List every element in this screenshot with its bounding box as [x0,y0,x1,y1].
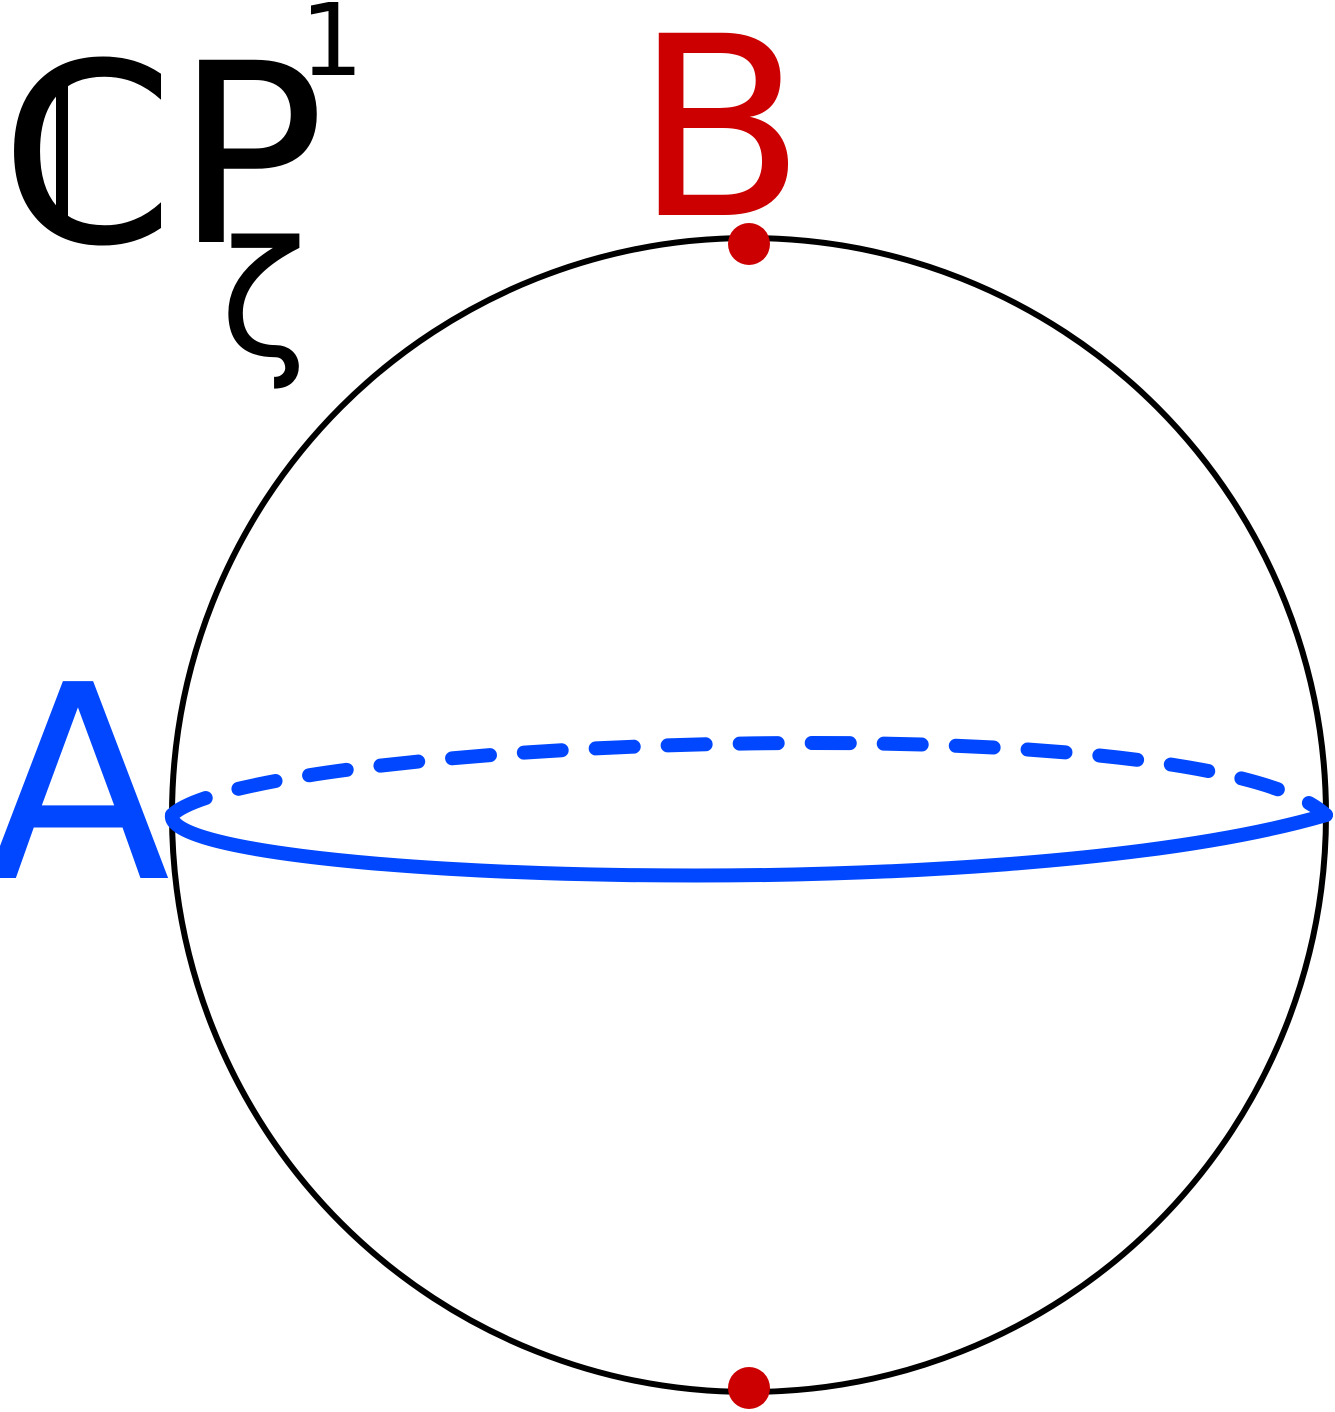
space-title: CP 1 ζ [0,0,364,393]
equator-front-solid [165,808,1333,883]
equator-back-dashed [165,735,1333,822]
south-pole-point [728,1367,770,1409]
space-title-main: CP [0,10,325,301]
equator-label-a: A [0,627,171,942]
point-label-b: B [634,0,806,274]
space-title-subscript: ζ [220,206,307,393]
sphere-outline [169,235,1329,1395]
space-title-superscript: 1 [300,0,364,99]
north-pole-point [728,223,770,265]
